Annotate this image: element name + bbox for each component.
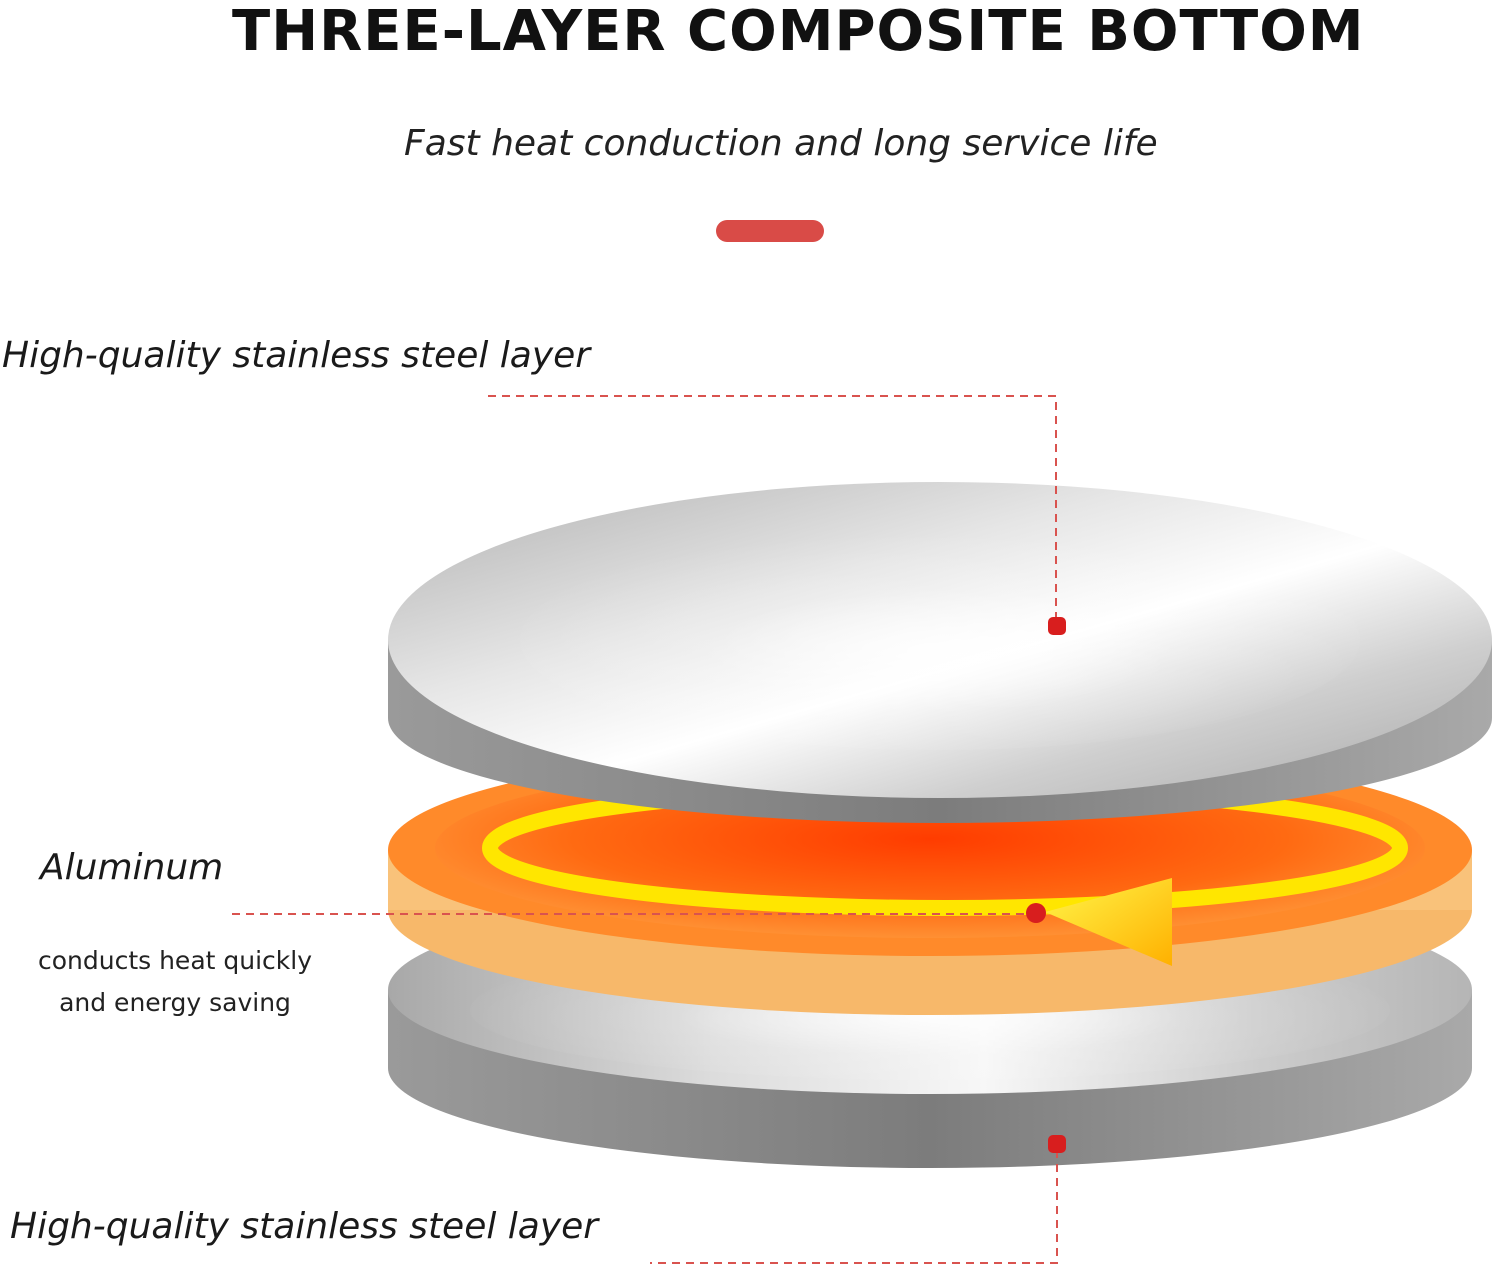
label-bottom-steel-layer: High-quality stainless steel layer: [10, 1206, 599, 1247]
callout-top: [488, 395, 1057, 620]
accent-divider: [716, 220, 824, 242]
aluminum-description-line2: and energy saving: [59, 988, 291, 1017]
top-steel-disc: [388, 482, 1492, 823]
callout-dot-bottom: [1048, 1135, 1066, 1153]
callout-dot-middle: [1026, 903, 1046, 923]
page-subtitle: Fast heat conduction and long service li…: [404, 123, 1158, 164]
callout-bottom: [650, 1150, 1058, 1264]
circular-arrow-icon: [1045, 878, 1172, 966]
callout-dot-top: [1048, 617, 1066, 635]
page-title: THREE-LAYER COMPOSITE BOTTOM: [232, 0, 1365, 64]
label-aluminum: Aluminum: [40, 847, 224, 888]
aluminum-description: conducts heat quickly and energy saving: [20, 940, 330, 1024]
aluminum-description-line1: conducts heat quickly: [37, 946, 313, 975]
label-top-steel-layer: High-quality stainless steel layer: [2, 335, 591, 376]
